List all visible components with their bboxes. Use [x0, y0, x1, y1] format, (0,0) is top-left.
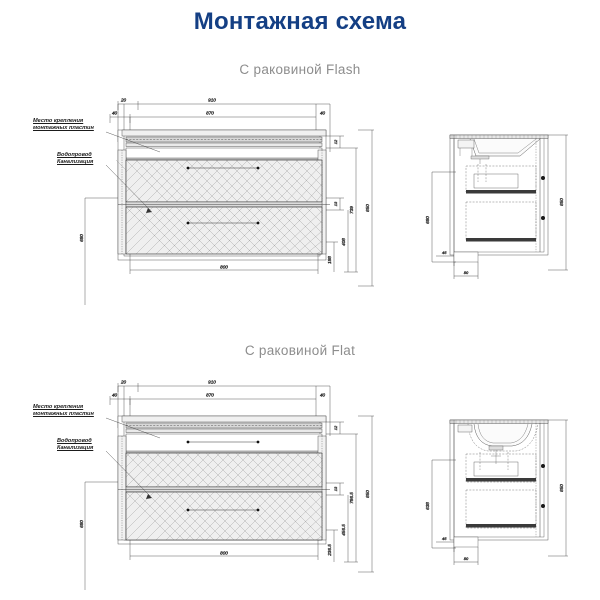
dimension-plinth-46-flat: 46	[436, 536, 454, 543]
dimension-second-left-offset-flash: 40 870 40	[109, 110, 326, 123]
dimension-value-680-flash: 680	[79, 234, 84, 242]
drawing-svg-flat: 20 910 40 870 40	[79, 379, 568, 590]
dimension-top-left-offset-flash: 20 910	[117, 97, 330, 110]
dimension-value-40-left-flat: 40	[112, 393, 118, 398]
section-subtitle-flat: С раковиной Flat	[244, 343, 356, 358]
dimension-second-left-offset-flat: 40 870 40	[109, 392, 326, 405]
dimension-stack-right-flash: 12 13 739 408 188	[326, 129, 374, 287]
dimension-value-910-flat: 910	[208, 380, 216, 385]
dimension-value-20-flash: 20	[120, 98, 127, 103]
leader-line-mounting-flash	[105, 131, 161, 153]
dimension-value-188-flash: 188	[327, 256, 332, 264]
page-title: Монтажная схема	[193, 8, 407, 35]
dimension-value-236-5-flat: 236.5	[327, 544, 332, 557]
sink-profile-flash	[457, 138, 541, 164]
dimension-value-80-flat: 80	[464, 556, 469, 561]
dimension-height-850-side-flash: 850	[548, 134, 568, 271]
callout-plumbing-flash: Водопровод Канализация	[57, 152, 94, 165]
section-subtitle-flash: С раковиной Flash	[239, 62, 361, 77]
dimension-height-680-flash: 680	[79, 197, 118, 305]
dimension-plinth-80-flash: 80	[453, 262, 479, 279]
dimension-height-680-flat: 680	[79, 481, 118, 590]
dimension-plinth-80-flat: 80	[453, 547, 479, 565]
dimension-stack-right-flat: 12 13 786.5 456.5 236.5	[326, 415, 374, 573]
dimension-top-left-offset-flat: 20 910	[117, 379, 330, 392]
dimension-value-80-flash: 80	[464, 270, 469, 275]
mount-point-lower-flat	[541, 504, 545, 508]
leader-line-mounting-flat	[105, 417, 161, 439]
side-view-flat: 638 850 46	[425, 419, 568, 565]
callout-mounting-flash: Место крепления монтажных пластин	[33, 118, 94, 131]
dimension-value-13-flat: 13	[333, 486, 338, 491]
technical-drawing-flat: 20 910 40 870 40	[0, 372, 600, 590]
dimension-value-456-5-flat: 456.5	[341, 524, 346, 536]
dimension-value-13-flash: 13	[333, 201, 338, 206]
dimension-value-20-flat: 20	[120, 380, 127, 385]
dimension-depth-638-flat: 638	[425, 459, 456, 549]
dimension-value-depth-flat: 638	[425, 502, 430, 510]
dimension-value-40-right-flat: 40	[320, 393, 326, 398]
dimension-value-850-side-flat: 850	[559, 484, 564, 492]
dimension-value-46-flash: 46	[442, 250, 447, 255]
callout-plumbing-flat: Водопровод Канализация	[57, 438, 94, 451]
dimension-drawer-width-800-flat: 800	[129, 540, 319, 560]
dimension-value-12-flat: 12	[333, 425, 338, 430]
dimension-plinth-46-flash: 46	[436, 250, 454, 257]
leader-line-plumbing-flat	[105, 450, 151, 497]
dimension-value-408-flash: 408	[341, 238, 346, 246]
dimension-value-850-side-flash: 850	[559, 198, 564, 206]
dimension-drawer-width-800-flash: 800	[129, 254, 319, 274]
dimension-value-786-5-flat: 786.5	[349, 492, 354, 504]
dimension-value-800-flash: 800	[220, 265, 228, 270]
technical-drawing-flash: 20 910 40 870 40	[0, 90, 600, 305]
dimension-value-680-flat: 680	[79, 520, 84, 528]
dimension-value-46-flat: 46	[442, 536, 447, 541]
mount-point-lower-flash	[541, 216, 545, 220]
dimension-value-800-flat: 800	[220, 551, 228, 556]
side-view-flash: 680 850 46	[425, 134, 568, 279]
dimension-value-12-flash: 12	[333, 139, 338, 144]
dimension-value-910-flash: 910	[208, 98, 216, 103]
dimension-value-40-right-flash: 40	[320, 111, 326, 116]
dimension-value-850-front-flash: 850	[365, 204, 370, 212]
callout-mounting-flat: Место крепления монтажных пластин	[33, 404, 94, 417]
dimension-value-850-front-flat: 850	[365, 490, 370, 498]
mount-point-upper-flat	[541, 464, 545, 468]
dimension-value-870-flash: 870	[206, 111, 214, 116]
mount-point-upper-flash	[541, 176, 545, 180]
dimension-value-depth-flash: 680	[425, 216, 430, 224]
leader-line-plumbing-flash	[105, 164, 151, 211]
dimension-depth-680-flash: 680	[425, 171, 456, 263]
sink-profile-flat	[457, 423, 539, 464]
dimension-value-40-left-flash: 40	[112, 111, 118, 116]
dimension-height-850-side-flat: 850	[548, 419, 568, 557]
dimension-value-870-flat: 870	[206, 393, 214, 398]
dimension-value-739-flash: 739	[349, 206, 354, 214]
drawing-svg-flash: 20 910 40 870 40	[79, 97, 568, 305]
